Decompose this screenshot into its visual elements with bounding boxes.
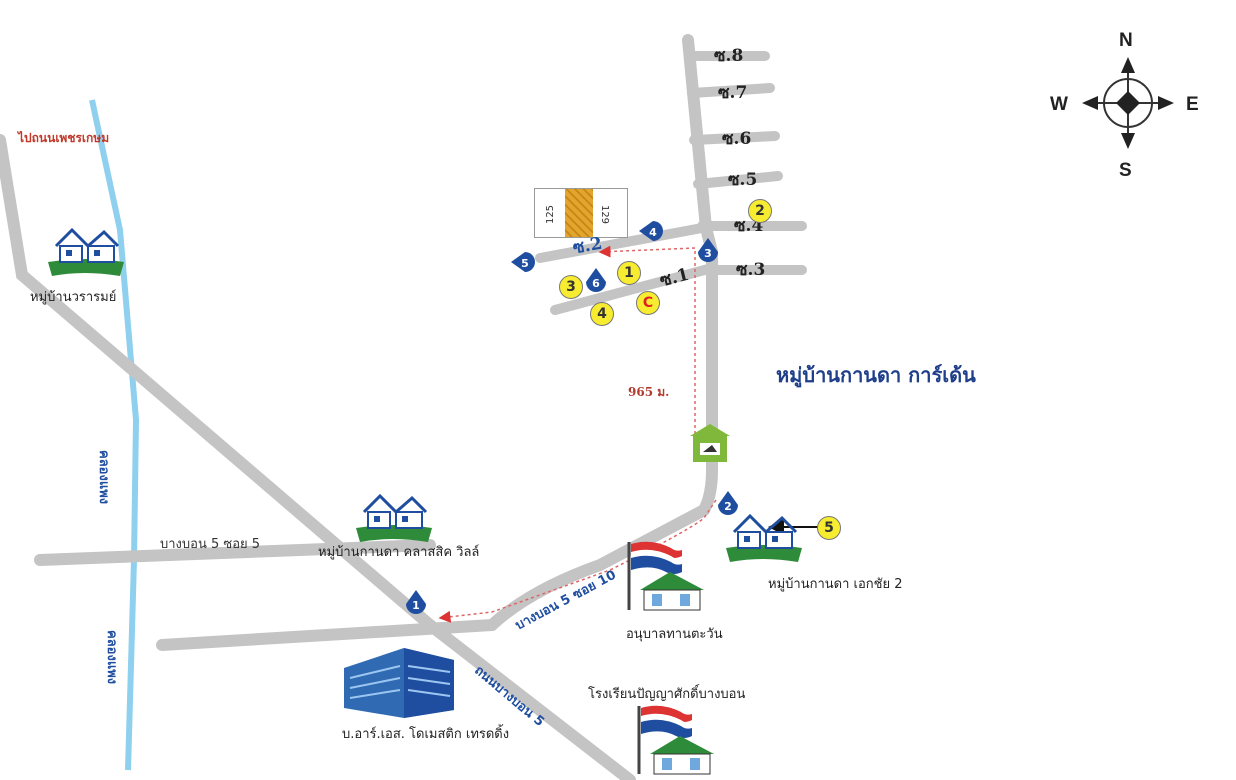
soi-5-label: ซ.5 [728,170,758,190]
compass-east: E [1186,94,1199,115]
compass-west: W [1050,94,1068,115]
place-classic-ville: หมู่บ้านกานดา คลาสสิค วิลล์ [318,545,480,560]
house-icon [48,227,124,276]
road-soi-7 [687,83,775,98]
route-marker-5: 5 [511,252,535,272]
route-marker-3: 3 [698,238,718,262]
road-soi-2 [535,223,707,263]
road-main-north [682,34,718,258]
compass-north: N [1119,30,1133,51]
soi-3-label: ซ.3 [736,260,766,280]
route-marker-2: 2 [718,491,738,515]
place-ekachai2: หมู่บ้านกานดา เอกชัย 2 [768,577,903,592]
place-anuban: อนุบาลทานตะวัน [626,627,723,642]
route-marker-label: 4 [649,226,657,239]
school-flag-icon [627,541,704,611]
road-soi-6 [689,131,780,145]
lot-number-right: 129 [599,204,611,225]
marker-1: 1 [617,261,641,285]
marker-c: C [636,291,660,315]
soi-7-label: ซ.7 [718,83,748,103]
soi-6-label: ซ.6 [722,129,752,149]
route-marker-label: 1 [412,599,420,612]
compass-south: S [1119,160,1132,181]
route-dotted [438,499,717,623]
road-soi-1 [550,263,717,315]
canal-label-upper: คลองแพง [96,450,111,505]
marker-5: 5 [817,516,841,540]
lot-number-left: 125 [545,204,557,225]
marker-4: 4 [590,302,614,326]
canal-label-lower: คลองแพง [104,630,119,685]
route-dotted-north [598,245,696,440]
distance-label: 965 ม. [628,385,670,399]
road-soi-5 [693,171,783,189]
house-icon [356,493,432,542]
route-marker-6: 6 [586,268,606,292]
road-bottom-horizontal [156,619,498,651]
soi-8-label: ซ.8 [714,46,744,66]
route-marker-1: 1 [406,590,426,614]
road-bangbon5-soi5 [34,539,436,566]
place-company: บ.อาร์.เอส. โดเมสติก เทรดดิ้ง [342,727,510,742]
road-left-diagonal [0,134,636,780]
route-marker-label: 3 [704,247,712,260]
guardhouse-icon [690,424,730,462]
canal [89,99,140,771]
school-flag-icon [637,705,714,775]
route-marker-label: 2 [724,500,732,513]
land-lot-block: 125 129 [534,188,628,238]
route-marker-label: 5 [521,257,529,270]
direction-label: ไปถนนเพชรเกษม [18,131,110,145]
route-marker-label: 6 [592,277,600,290]
building-icon [344,648,454,718]
marker-3: 3 [559,275,583,299]
place-school: โรงเรียนปัญญาศักดิ์บางบอน [588,687,746,702]
house-icon [726,513,802,562]
page-title: หมู่บ้านกานดา การ์เด้น [776,363,976,387]
soi-2-label: ซ.2 [571,233,604,259]
marker-2: 2 [748,199,772,223]
road-label-soi5: บางบอน 5 ซอย 5 [160,537,261,552]
place-waraporn: หมู่บ้านวรารมย์ [30,290,117,305]
road-bangbon5-soi10 [486,246,718,631]
route-marker-4: 4 [639,221,663,241]
compass-rose-icon [1082,57,1174,149]
